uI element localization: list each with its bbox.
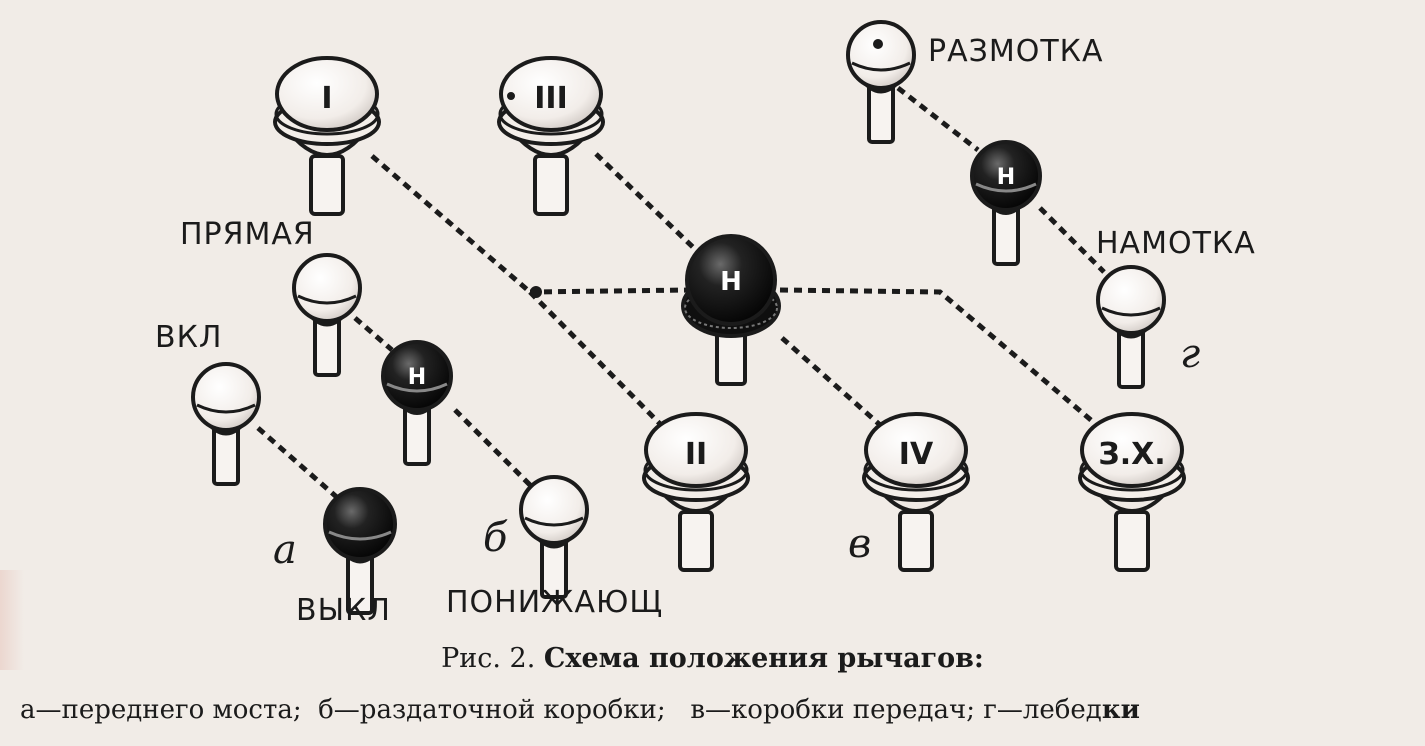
knob-transfer-direct [292,253,362,377]
shift-paths [256,86,1106,502]
legend-g: г—лебедки [983,695,1140,725]
knob-reverse: З.Х. [1078,412,1186,572]
label-pryamaya: ПРЯМАЯ [180,217,315,252]
knob-gear-1: I [273,56,381,216]
knob-gear-4: IV [862,412,970,572]
letter-g: г [1180,331,1201,377]
legend-v: в—коробки передач; [690,695,975,725]
knob-transfer-low [519,475,589,599]
knob-winch-neutral-mark: Н [997,165,1015,190]
label-vykl: ВЫКЛ [296,593,391,628]
knob-gearbox-neutral-mark: Н [720,267,742,297]
knob-winch-neutral: Н [970,140,1042,266]
knob-front-axle-off [323,487,397,615]
label-vkl: ВКЛ [155,320,223,355]
page-edge-stain [0,570,24,670]
knob-gear-3-mark: III [534,81,568,116]
caption-prefix: Рис. 2. [441,643,536,674]
knob-gear-1-mark: I [321,81,332,116]
gear-3-dot [507,92,515,100]
knob-gear-2-mark: II [685,437,707,472]
letter-v: в [848,521,872,567]
figure-legend: а—переднего моста; б—раздаточной коробки… [20,695,1140,725]
knob-front-axle-on [191,362,261,486]
knob-reverse-mark: З.Х. [1098,437,1165,472]
legend-g-text: г—лебед [983,695,1102,725]
figure-caption: Рис. 2. Схема положения рычагов: [0,643,1425,674]
letter-a: а [273,527,297,573]
knob-winch-wind [1096,265,1166,389]
knob-gearbox-neutral: Н [681,234,781,386]
label-ponizhayushch: ПОНИЖАЮЩ [446,585,664,620]
knob-gear-4-mark: IV [899,437,934,472]
knob-transfer-neutral-mark: Н [408,365,426,390]
label-razmotka: РАЗМОТКА [928,34,1104,69]
knob-transfer-neutral: Н [381,340,453,466]
legend-a: а—переднего моста; [20,695,302,725]
junction-dot [530,286,542,298]
label-namotka: НАМОТКА [1096,226,1256,261]
knob-gear-3: III [497,56,605,216]
legend-b: б—раздаточной коробки; [318,695,666,725]
knob-winch-unwind [846,20,916,144]
caption-title: Схема положения рычагов: [543,643,984,674]
knob-gear-2: II [642,412,750,572]
legend-g-bold: ки [1101,695,1140,725]
letter-b: б [483,515,508,561]
unwind-dot [873,39,883,49]
